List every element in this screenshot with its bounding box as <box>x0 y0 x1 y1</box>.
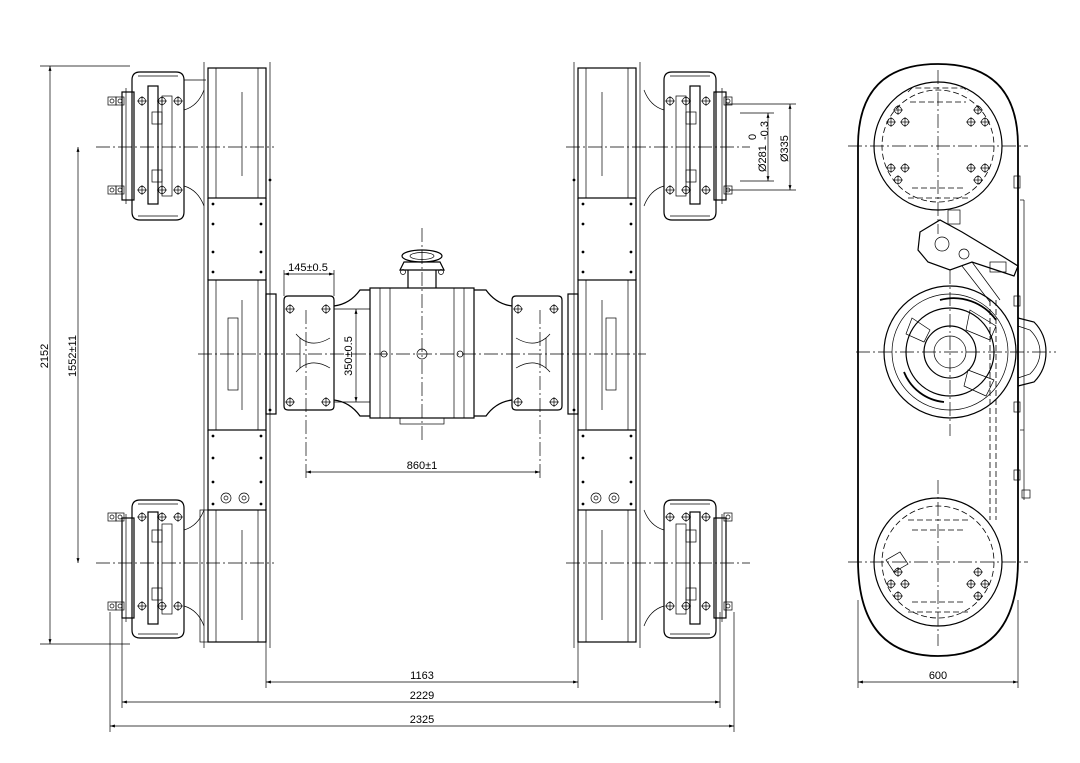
dim-mid-width: 2229 <box>410 690 434 702</box>
dim-flange-spacing: 350±0.5 <box>343 336 355 376</box>
dim-inner-gauge: 1163 <box>410 670 434 682</box>
wheel-bottom-right <box>643 499 733 639</box>
dimension-labels: 2152 1552±11 145±0.5 350±0.5 860±1 1163 … <box>39 121 791 726</box>
dimensions-front <box>40 65 796 732</box>
dim-hub-inner-diameter: Ø281 <box>757 145 769 172</box>
dim-wheelbase: 1552±11 <box>67 335 79 377</box>
dim-side-width: 600 <box>929 670 947 682</box>
right-side-frame <box>567 62 641 648</box>
wheel-top-right <box>643 71 733 221</box>
wheel-bottom-left <box>107 499 205 639</box>
side-view: 600 <box>848 63 1056 688</box>
dim-hub-tolerance-lower: -0.3 <box>759 121 771 140</box>
left-side-frame <box>199 62 277 648</box>
dim-flange-width: 145±0.5 <box>288 262 328 274</box>
dim-hub-tolerance-upper: 0 <box>747 134 759 140</box>
center-beam <box>283 249 563 425</box>
front-view: 2152 1552±11 145±0.5 350±0.5 860±1 1163 … <box>39 62 796 732</box>
dim-overall-width: 2325 <box>410 714 434 726</box>
wheel-top-left <box>107 71 206 221</box>
center-lines <box>96 146 750 564</box>
dim-center-distance: 860±1 <box>407 460 438 472</box>
dim-total-height: 2152 <box>39 344 51 368</box>
dim-hub-outer-diameter: Ø335 <box>779 135 791 162</box>
